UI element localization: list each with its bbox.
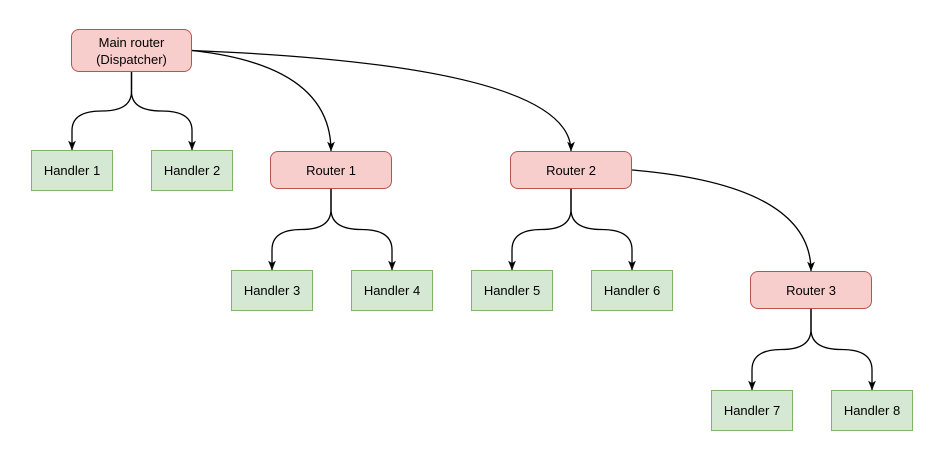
edge-main-h2 — [130, 72, 196, 151]
node-label: Handler 2 — [163, 163, 221, 178]
node-h5: Handler 5 — [471, 270, 553, 311]
edge-main-r2 — [191, 49, 575, 152]
node-h6: Handler 6 — [591, 270, 673, 311]
node-h8: Handler 8 — [831, 390, 913, 431]
node-label: Handler 1 — [43, 163, 101, 178]
edge-r3-h7 — [748, 309, 812, 391]
node-r2: Router 2 — [510, 151, 632, 189]
node-h4: Handler 4 — [351, 270, 433, 311]
edge-main-h1 — [68, 72, 133, 151]
node-label: Handler 7 — [723, 403, 781, 418]
node-r1: Router 1 — [270, 151, 392, 189]
node-label: Router 2 — [546, 162, 596, 178]
node-label: Handler 8 — [843, 403, 901, 418]
node-h3: Handler 3 — [231, 270, 313, 311]
node-label: Handler 5 — [483, 283, 541, 298]
node-main: Main router (Dispatcher) — [71, 29, 192, 72]
node-h2: Handler 2 — [151, 150, 233, 191]
node-label: Main router (Dispatcher) — [96, 34, 167, 67]
edge-r3-h8 — [810, 309, 876, 391]
edge-r1-h3 — [268, 189, 332, 271]
node-h7: Handler 7 — [711, 390, 793, 431]
edge-r2-h5 — [508, 189, 572, 271]
node-r3: Router 3 — [750, 271, 872, 309]
node-label: Handler 6 — [603, 283, 661, 298]
node-label: Handler 4 — [363, 283, 421, 298]
node-h1: Handler 1 — [31, 150, 113, 191]
node-label: Router 1 — [306, 162, 356, 178]
edge-main-r1 — [191, 49, 335, 152]
edge-r2-h6 — [570, 189, 636, 271]
edge-r2-r3 — [631, 169, 815, 272]
edge-r1-h4 — [330, 189, 396, 271]
node-label: Handler 3 — [243, 283, 301, 298]
node-label: Router 3 — [786, 282, 836, 298]
